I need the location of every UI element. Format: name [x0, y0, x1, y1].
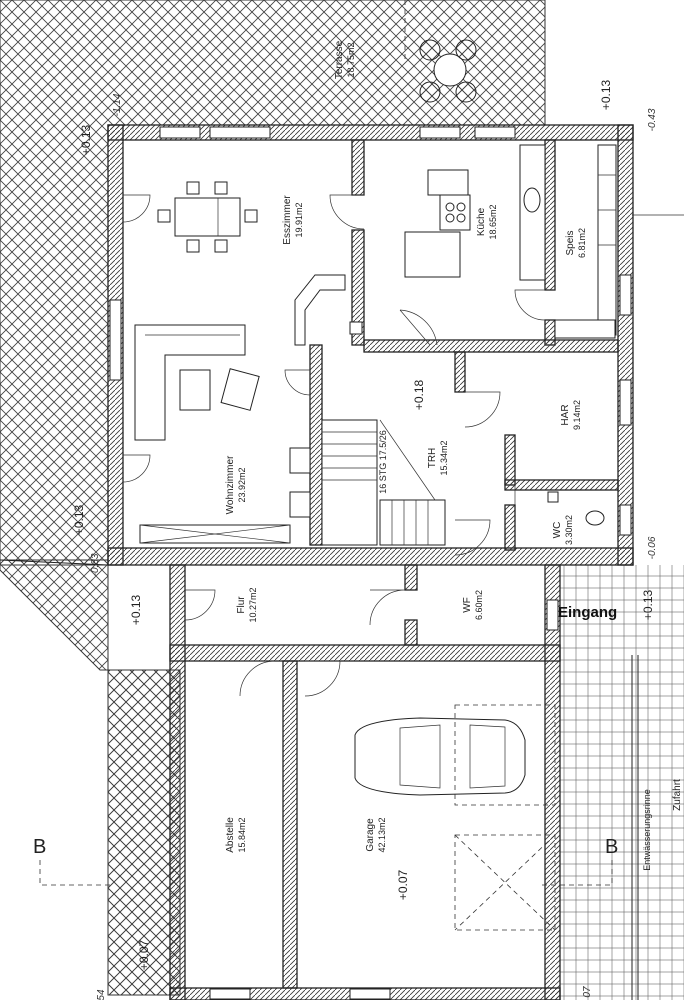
interior-walls [282, 139, 619, 989]
label-abstelle: Abstelle [225, 817, 236, 853]
driveway-paving [560, 565, 684, 1000]
level-left-1: +0.13 [72, 504, 86, 535]
area-kueche: 18.65m2 [488, 204, 498, 239]
area-abstelle: 15.84m2 [237, 817, 247, 852]
label-wohnzimmer: Wohnzimmer [225, 455, 236, 514]
section-lines [39, 0, 684, 886]
label-wf: WF [462, 597, 473, 613]
area-garage: 42.13m2 [377, 817, 387, 852]
label-flur: Flur [236, 596, 247, 614]
dim-083: -0.83 [90, 553, 101, 576]
level-bottom: +0.07 [137, 939, 151, 970]
area-wohnzimmer: 23.92m2 [237, 467, 247, 502]
area-wc: 3.30m2 [564, 515, 574, 545]
label-har: HAR [560, 404, 571, 425]
label-kueche: Küche [476, 207, 487, 236]
doors [122, 194, 546, 697]
section-marker-right: B [605, 836, 618, 858]
area-flur: 10.27m2 [248, 587, 258, 622]
label-trh: TRH [427, 448, 438, 469]
dim-54: 54 [96, 989, 107, 1000]
car [354, 704, 556, 931]
level-trh: +0.18 [412, 379, 426, 410]
driveway-label: Zufahrt [672, 779, 683, 811]
level-garage: +0.07 [396, 869, 410, 900]
area-wf: 6.60m2 [474, 590, 484, 620]
room-labels: Terrasse 18.75m2 Esszimmer 19.91m2 Küche… [225, 40, 587, 852]
annotations: Eingang Entwässerungsrinne Zufahrt B B [33, 604, 683, 871]
terrace-paving [0, 0, 546, 996]
label-garage: Garage [365, 818, 376, 852]
label-terrasse: Terrasse [334, 40, 345, 79]
drain-label: Entwässerungsrinne [642, 789, 652, 871]
level-entry: +0.13 [641, 589, 655, 620]
area-esszimmer: 19.91m2 [294, 202, 304, 237]
area-har: 9.14m2 [572, 400, 582, 430]
area-speis: 6.81m2 [577, 228, 587, 258]
dim-07: 07 [582, 986, 593, 998]
section-marker-left: B [33, 836, 46, 858]
label-speis: Speis [565, 230, 576, 255]
level-left-2: +0.13 [129, 594, 143, 625]
dim-006: -0.06 [647, 536, 658, 559]
dim-043: -0.43 [647, 108, 658, 131]
dimension-notes: -1.14 -0.43 -0.83 -0.06 54 07 [90, 93, 658, 1000]
entrance-label: Eingang [558, 604, 617, 621]
label-esszimmer: Esszimmer [282, 195, 293, 245]
area-trh: 15.34m2 [439, 440, 449, 475]
windows [109, 126, 632, 1000]
furniture [134, 39, 617, 546]
stair-label: 16 STG 17.5/26 [378, 430, 388, 494]
level-top-right: +0.13 [599, 79, 613, 110]
level-markers: +0.13 +0.13 +0.13 +0.13 +0.13 +0.18 +0.0… [72, 79, 655, 970]
area-terrasse: 18.75m2 [346, 42, 356, 77]
label-wc: WC [552, 522, 563, 539]
level-top-left: +0.13 [79, 124, 93, 155]
dim-114: -1.14 [112, 93, 123, 116]
